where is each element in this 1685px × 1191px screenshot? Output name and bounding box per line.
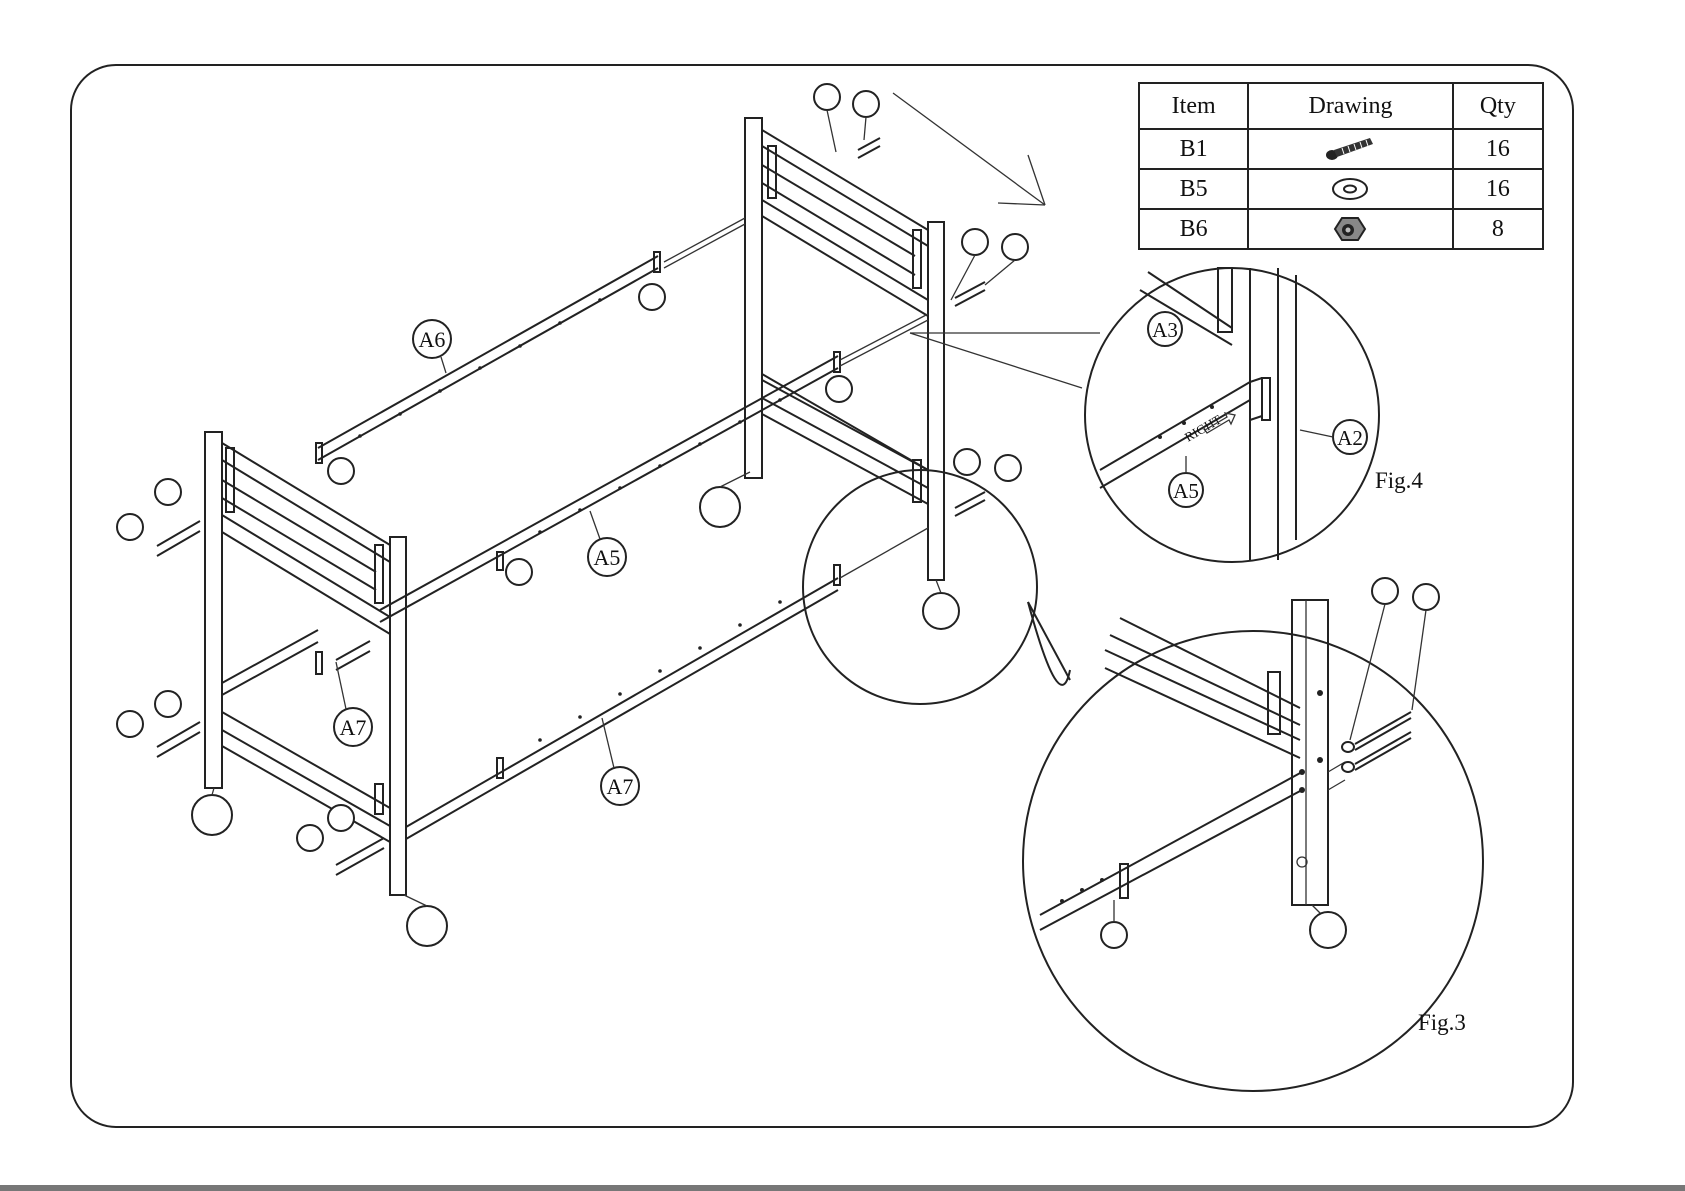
item-cell: B1	[1139, 129, 1248, 169]
fig3-detail: Fig.3	[803, 470, 1483, 1091]
table-row: B6 8	[1139, 209, 1543, 249]
drawing-cell	[1248, 169, 1452, 209]
header-item: Item	[1139, 83, 1248, 129]
fig3-caption: Fig.3	[1418, 1010, 1466, 1035]
svg-text:A5: A5	[594, 545, 621, 570]
callout-a5: A5	[588, 511, 626, 576]
direction-arrow	[893, 93, 1045, 205]
drawing-cell	[1248, 129, 1452, 169]
qty-cell: 8	[1453, 209, 1543, 249]
callout-a7-left: A7	[334, 662, 372, 746]
svg-text:A3: A3	[1152, 318, 1178, 342]
side-rails	[222, 218, 928, 839]
svg-text:RIGHT: RIGHT	[1182, 412, 1224, 445]
bolt-icon	[1320, 136, 1380, 162]
parts-table: Item Drawing Qty B1 16 B5 16 B6	[1138, 82, 1544, 250]
fig4-detail: RIGHT A3 A2 A5 Fig.4	[910, 268, 1423, 562]
bottom-rule	[0, 1185, 1685, 1191]
header-drawing: Drawing	[1248, 83, 1452, 129]
svg-text:A5: A5	[1173, 479, 1199, 503]
table-row: B1 16	[1139, 129, 1543, 169]
svg-text:A7: A7	[340, 715, 367, 740]
item-cell: B6	[1139, 209, 1248, 249]
callout-a6: A6	[413, 320, 451, 373]
drawing-cell	[1248, 209, 1452, 249]
svg-text:A2: A2	[1337, 426, 1363, 450]
svg-text:A6: A6	[419, 327, 446, 352]
item-cell: B5	[1139, 169, 1248, 209]
svg-text:A7: A7	[607, 774, 634, 799]
washer-icon	[1328, 176, 1372, 202]
parts-table-header: Item Drawing Qty	[1139, 83, 1543, 129]
header-qty: Qty	[1453, 83, 1543, 129]
table-row: B5 16	[1139, 169, 1543, 209]
callout-a7-front: A7	[601, 718, 639, 805]
back-end-frame	[745, 118, 944, 580]
nut-icon	[1332, 214, 1368, 244]
fig4-caption: Fig.4	[1375, 468, 1423, 493]
qty-cell: 16	[1453, 169, 1543, 209]
qty-cell: 16	[1453, 129, 1543, 169]
